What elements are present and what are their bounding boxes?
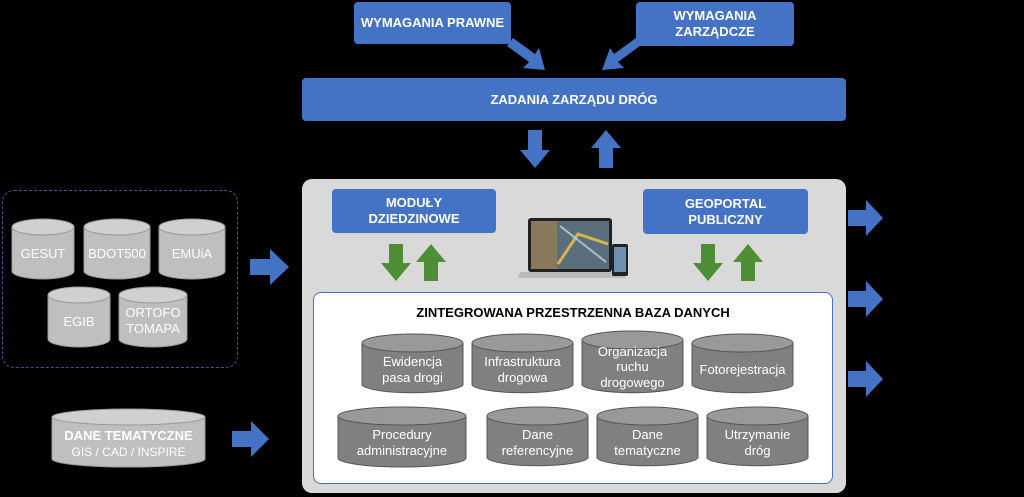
db-label-road-maintenance: Utrzymanie dróg xyxy=(724,427,791,458)
db-cylinder-road-register: Ewidencja pasa drogi xyxy=(361,333,464,395)
db-label-road-register: Ewidencja pasa drogi xyxy=(382,354,443,385)
db-cylinder-reference-data: Dane referencyjne xyxy=(486,406,589,468)
db-cylinder-road-infrastructure: Infrastruktura drogowa xyxy=(471,333,574,395)
source-label-gesut: GESUT xyxy=(20,246,66,262)
db-label-traffic-organization: Organizacja ruchu drogowego xyxy=(597,343,668,390)
integrated-database-title: ZINTEGROWANA PRZESTRZENNA BAZA DANYCH xyxy=(416,305,730,320)
public-geoportal-label: GEOPORTAL PUBLICZNY xyxy=(684,195,767,227)
legal-requirements-box: WYMAGANIA PRAWNE xyxy=(354,2,511,44)
db-label-road-infrastructure: Infrastruktura drogowa xyxy=(484,354,561,385)
source-cylinder-gesut: GESUT xyxy=(11,218,75,280)
db-cylinder-administrative-procedures: Procedury administracyjne xyxy=(337,406,467,468)
source-label-egib: EGIB xyxy=(63,314,95,330)
source-label-orthophotomap: ORTOFO TOMAPA xyxy=(125,305,181,336)
domain-modules-label: MODUŁY DZIEDZINOWE xyxy=(368,195,460,226)
green-arrow-up-modules xyxy=(416,244,446,281)
thematic-data-subtitle: GIS / CAD / INSPIRE xyxy=(71,444,186,459)
public-geoportal-box: GEOPORTAL PUBLICZNY xyxy=(643,189,808,234)
road-management-tasks-box: ZADANIA ZARZĄDU DRÓG xyxy=(302,78,846,121)
legal-requirements-label: WYMAGANIA PRAWNE xyxy=(360,15,505,31)
arrow-up-to-tasks xyxy=(591,130,621,168)
thematic-data-title: DANE TEMATYCZNE xyxy=(64,428,193,444)
domain-modules-box: MODUŁY DZIEDZINOWE xyxy=(332,189,496,233)
db-cylinder-photo-registration: Fotorejestracja xyxy=(691,333,794,395)
source-label-emuia: EMUiA xyxy=(171,246,213,262)
output-arrow-2 xyxy=(848,281,883,317)
db-label-administrative-procedures: Procedury administracyjne xyxy=(356,427,448,458)
road-management-tasks-label: ZADANIA ZARZĄDU DRÓG xyxy=(490,91,658,107)
source-data-group xyxy=(2,190,238,368)
output-arrow-3 xyxy=(848,361,883,397)
output-arrow-1 xyxy=(848,200,883,236)
arrow-management-to-tasks xyxy=(602,38,640,70)
arrow-down-to-panel xyxy=(520,130,550,168)
source-label-bdot500: BDOT500 xyxy=(88,246,146,262)
green-arrow-up-geoportal xyxy=(733,244,763,281)
source-cylinder-emuia: EMUiA xyxy=(158,218,226,280)
arrow-legal-to-tasks xyxy=(507,38,545,70)
green-arrow-down-modules xyxy=(381,244,411,281)
db-label-thematic-data: Dane tematyczne xyxy=(614,427,681,458)
thematic-data-cylinder: DANE TEMATYCZNE GIS / CAD / INSPIRE xyxy=(51,408,206,468)
source-cylinder-egib: EGIB xyxy=(47,286,111,348)
db-label-reference-data: Dane referencyjne xyxy=(501,427,574,458)
db-cylinder-traffic-organization: Organizacja ruchu drogowego xyxy=(581,330,684,395)
arrow-sources-to-panel xyxy=(250,249,289,285)
db-cylinder-thematic-data: Dane tematyczne xyxy=(596,406,699,468)
devices-illustration xyxy=(518,218,628,278)
source-cylinder-orthophotomap: ORTOFO TOMAPA xyxy=(118,286,188,348)
db-cylinder-road-maintenance: Utrzymanie dróg xyxy=(706,406,809,468)
db-label-photo-registration: Fotorejestracja xyxy=(699,362,786,378)
green-arrow-down-geoportal xyxy=(693,244,723,281)
arrow-thematic-to-panel xyxy=(232,421,269,457)
management-requirements-label: WYMAGANIA ZARZĄDCZE xyxy=(673,8,757,39)
source-cylinder-bdot500: BDOT500 xyxy=(83,218,151,280)
management-requirements-box: WYMAGANIA ZARZĄDCZE xyxy=(636,2,794,46)
